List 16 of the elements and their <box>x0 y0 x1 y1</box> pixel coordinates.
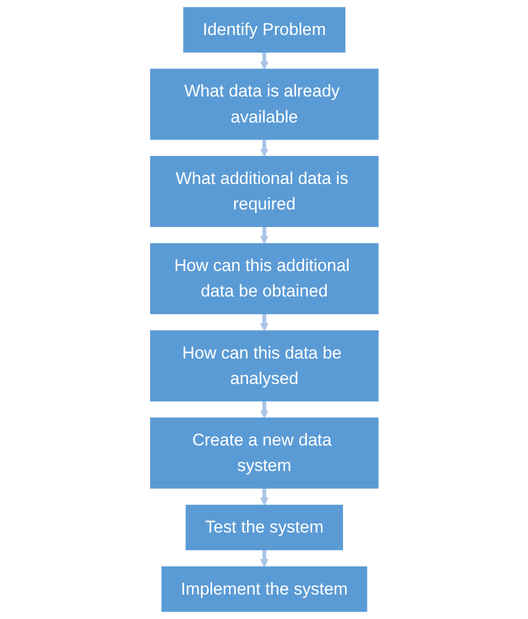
node-box <box>150 330 378 402</box>
node-box <box>161 566 367 612</box>
node-box <box>150 156 378 228</box>
arrow <box>260 138 268 157</box>
node-box <box>185 504 343 550</box>
flowchart: Identify Problem What data is already available What additional data is required How can this additional data be obtained How can this data be analysed Create a new data system Test the system Implement the system <box>142 0 386 619</box>
arrow <box>260 488 268 506</box>
arrow <box>260 400 268 418</box>
arrow <box>260 313 268 332</box>
node-box <box>150 243 378 314</box>
arrow <box>260 549 268 568</box>
node-box <box>150 418 378 489</box>
arrow <box>260 52 268 70</box>
node-box <box>182 7 346 53</box>
node-box <box>150 68 378 140</box>
arrow <box>260 226 268 244</box>
